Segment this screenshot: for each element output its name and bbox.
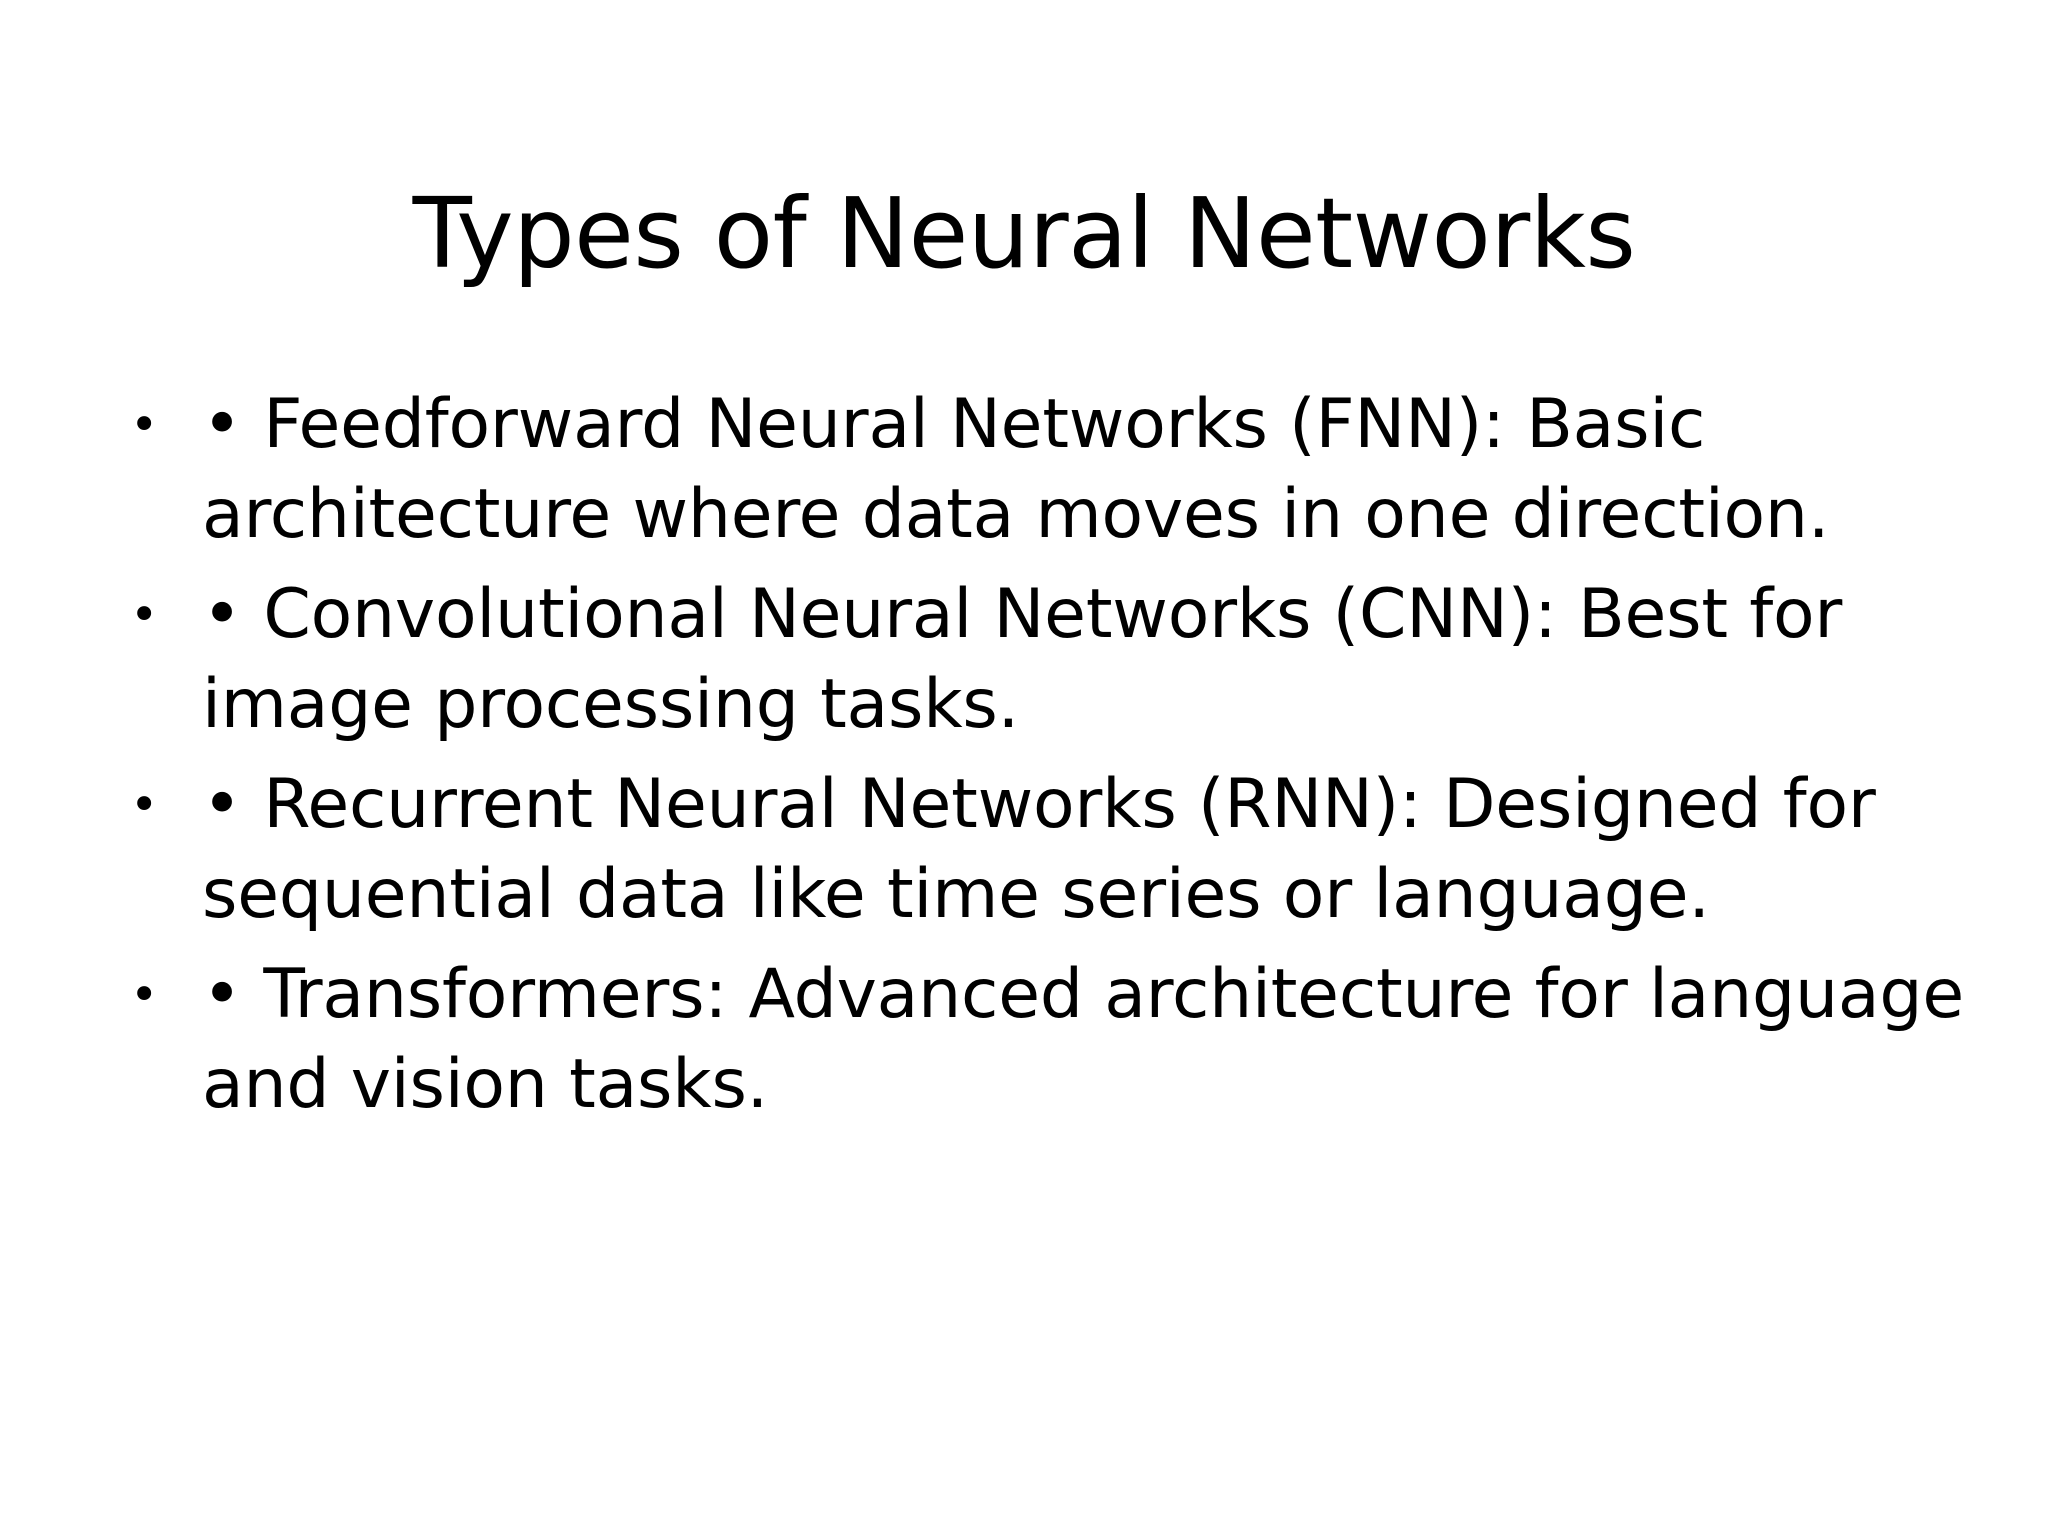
list-item[interactable]: • • Recurrent Neural Networks (RNN): Des… — [118, 760, 1998, 941]
list-item[interactable]: • • Transformers: Advanced architecture … — [118, 950, 1998, 1131]
bullet-marker-icon: • — [130, 966, 159, 1023]
list-item-text: • Feedforward Neural Networks (FNN): Bas… — [202, 385, 1830, 555]
bullet-marker-icon: • — [130, 397, 159, 453]
list-item[interactable]: • • Convolutional Neural Networks (CNN):… — [118, 570, 1998, 751]
page-title: Types of Neural Networks — [412, 176, 1636, 290]
list-item-text: • Transformers: Advanced architecture fo… — [202, 954, 1964, 1125]
bullet-list: • • Feedforward Neural Networks (FNN): B… — [118, 380, 1998, 1140]
bullet-marker-icon: • — [130, 776, 159, 833]
list-item-text: • Recurrent Neural Networks (RNN): Desig… — [202, 764, 1876, 935]
bullet-marker-icon: • — [130, 586, 159, 643]
list-item[interactable]: • • Feedforward Neural Networks (FNN): B… — [118, 380, 1998, 561]
list-item-text: • Convolutional Neural Networks (CNN): B… — [202, 574, 1843, 745]
